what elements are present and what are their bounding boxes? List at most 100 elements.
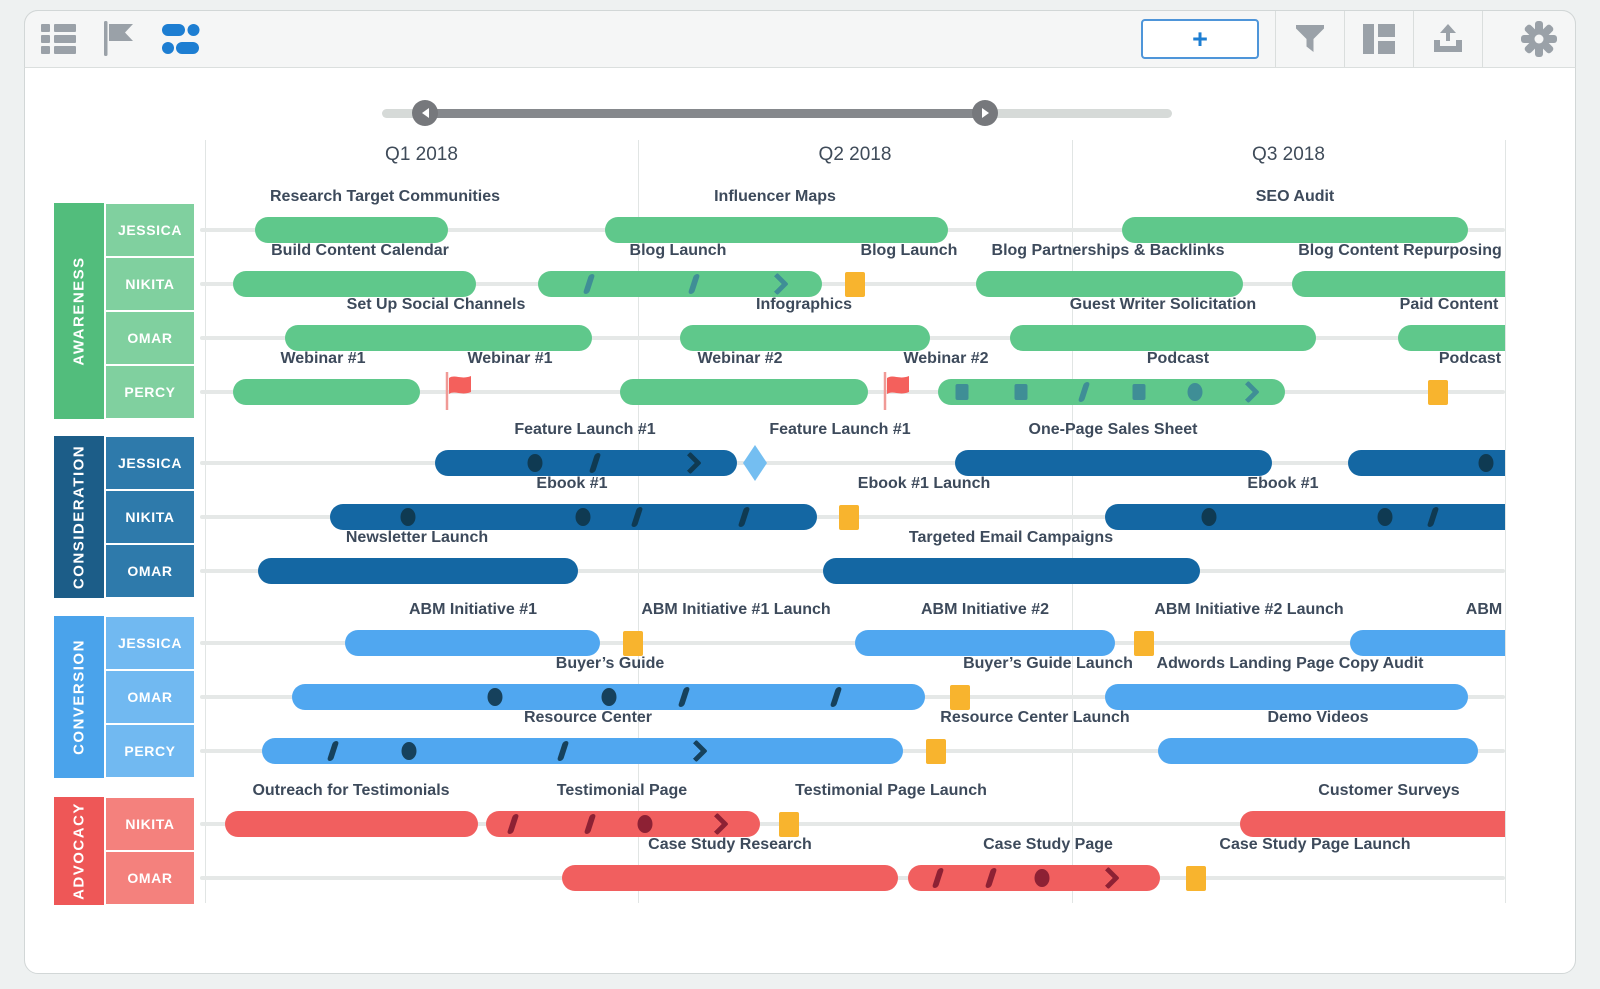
gantt-bar[interactable]	[620, 379, 868, 405]
milestone-square[interactable]	[839, 505, 859, 530]
item-label: Case Study Page Launch	[1219, 836, 1411, 853]
gantt-bar[interactable]	[823, 558, 1200, 584]
gantt-bar[interactable]	[938, 379, 1285, 405]
gantt-bar[interactable]	[1348, 450, 1505, 476]
gantt-bar[interactable]	[605, 217, 948, 243]
member-cell-omar[interactable]: OMAR	[106, 671, 194, 723]
bar-marker-chev	[1096, 866, 1120, 890]
bar-marker-slash	[507, 814, 520, 834]
gantt-bar[interactable]	[1292, 271, 1505, 297]
member-cell-nikita[interactable]: NIKITA	[106, 491, 194, 543]
member-cell-omar[interactable]: OMAR	[106, 852, 194, 904]
gantt-bar[interactable]	[435, 450, 737, 476]
milestone-flag[interactable]	[444, 371, 474, 416]
gantt-bar[interactable]	[233, 379, 420, 405]
gantt-bar[interactable]	[908, 865, 1160, 891]
group-header-consideration[interactable]	[54, 436, 104, 598]
add-item-button[interactable]: +	[1141, 19, 1259, 59]
gantt-bar[interactable]	[955, 450, 1272, 476]
item-label: Webinar #1	[280, 350, 366, 367]
milestone-square[interactable]	[779, 812, 799, 837]
member-cell-nikita[interactable]: NIKITA	[106, 258, 194, 310]
item-label: Guest Writer Solicitation	[1069, 296, 1257, 313]
milestone-square[interactable]	[926, 739, 946, 764]
milestone-square[interactable]	[950, 685, 970, 710]
bar-marker-dot	[1478, 454, 1494, 472]
member-cell-omar[interactable]: OMAR	[106, 312, 194, 364]
milestones-view-button[interactable]	[97, 11, 141, 67]
gantt-bar[interactable]	[1105, 684, 1468, 710]
plus-label: +	[1192, 23, 1208, 54]
member-cell-nikita[interactable]: NIKITA	[106, 798, 194, 850]
group-label-text: AWARENESS	[70, 256, 88, 366]
bar-marker-dot	[575, 508, 591, 526]
member-cell-jessica[interactable]: JESSICA	[106, 617, 194, 669]
bar-marker-slash	[931, 868, 945, 888]
group-header-awareness[interactable]	[54, 203, 104, 419]
toolbar-divider	[1344, 11, 1345, 67]
timeline-slider-handle-left[interactable]	[412, 100, 438, 126]
gantt-bar[interactable]	[1240, 811, 1505, 837]
group-header-advocacy[interactable]	[54, 797, 104, 905]
milestone-square[interactable]	[1134, 631, 1154, 656]
item-label: ABM Initiative #1	[408, 601, 538, 618]
gantt-bar[interactable]	[562, 865, 898, 891]
member-cell-percy[interactable]: PERCY	[106, 725, 194, 777]
list-view-button[interactable]	[37, 11, 81, 67]
gantt-bar[interactable]	[225, 811, 478, 837]
item-label: Influencer Maps	[714, 188, 836, 205]
gantt-bar[interactable]	[285, 325, 592, 351]
item-label: One-Page Sales Sheet	[1028, 421, 1198, 438]
gantt-bar[interactable]	[1350, 630, 1505, 656]
bar-marker-slash	[582, 274, 596, 294]
bar-marker-slash	[326, 741, 339, 761]
gantt-bar[interactable]	[680, 325, 930, 351]
timeline-slider-range[interactable]	[425, 109, 985, 118]
milestone-square[interactable]	[623, 631, 643, 656]
member-cell-percy[interactable]: PERCY	[106, 366, 194, 418]
item-label: Outreach for Testimonials	[252, 782, 450, 799]
milestone-diamond[interactable]	[742, 444, 768, 487]
gantt-bar[interactable]	[233, 271, 476, 297]
item-label: Infographics	[755, 296, 853, 313]
item-label: Research Target Communities	[270, 188, 500, 205]
gantt-bar[interactable]	[292, 684, 925, 710]
quarter-header: Q2 2018	[818, 144, 892, 165]
gantt-bar[interactable]	[486, 811, 760, 837]
member-cell-jessica[interactable]: JESSICA	[106, 437, 194, 489]
filter-button[interactable]	[1288, 11, 1332, 67]
bar-marker-slash	[984, 868, 998, 888]
item-label: Blog Content Repurposing	[1298, 242, 1502, 259]
milestone-square[interactable]	[1186, 866, 1206, 891]
layout-button[interactable]	[1357, 11, 1401, 67]
gantt-bar[interactable]	[255, 217, 448, 243]
gantt-bar[interactable]	[330, 504, 817, 530]
milestone-square[interactable]	[845, 272, 865, 297]
gantt-bar[interactable]	[345, 630, 600, 656]
gantt-bar[interactable]	[1398, 325, 1505, 351]
gantt-bar[interactable]	[258, 558, 578, 584]
export-button[interactable]	[1426, 11, 1470, 67]
gantt-bar[interactable]	[855, 630, 1115, 656]
gantt-bar[interactable]	[1105, 504, 1505, 530]
item-label: Case Study Page	[983, 836, 1113, 853]
gantt-bar[interactable]	[262, 738, 903, 764]
item-label: ABM	[1465, 601, 1503, 618]
group-header-conversion[interactable]	[54, 616, 104, 778]
list-view-icon	[41, 23, 77, 55]
timeline-slider-handle-right[interactable]	[972, 100, 998, 126]
gantt-bar[interactable]	[976, 271, 1243, 297]
group-label-text: CONVERSION	[70, 639, 88, 755]
gantt-bar[interactable]	[1158, 738, 1478, 764]
gantt-bar[interactable]	[1122, 217, 1468, 243]
gantt-bar[interactable]	[1010, 325, 1316, 351]
settings-button[interactable]	[1517, 11, 1561, 67]
member-cell-omar[interactable]: OMAR	[106, 545, 194, 597]
member-cell-jessica[interactable]: JESSICA	[106, 204, 194, 256]
milestone-flag[interactable]	[882, 371, 912, 416]
bar-marker-slash	[678, 687, 691, 707]
quarter-gridline	[1072, 140, 1073, 903]
timeline-view-button[interactable]	[159, 11, 203, 67]
gantt-bar[interactable]	[538, 271, 822, 297]
milestone-square[interactable]	[1428, 380, 1448, 405]
